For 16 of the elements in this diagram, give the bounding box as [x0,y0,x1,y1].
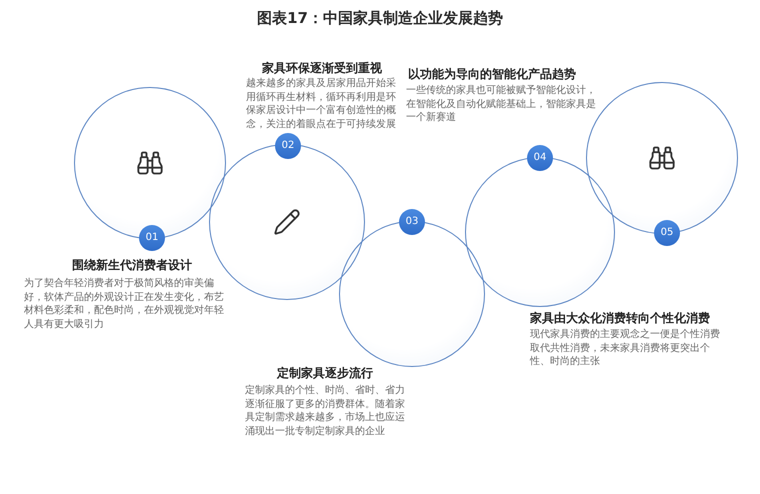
trend-heading: 定制家具逐步流行 [277,366,373,381]
trend-description: 越来越多的家具及居家用品开始采用循环再生材料，循环再利用是环保家居设计中一个富有创造性的概念，关注的着眼点在于可持续发展 [246,77,397,131]
trend-heading: 家具环保逐渐受到重视 [262,61,382,76]
trend-description: 一些传统的家具也可能被赋予智能化设计，在智能化及自动化赋能基础上，智能家具是一个新赛道 [406,84,597,124]
number-badge: 05 [654,220,680,246]
trend-heading: 围绕新生代消费者设计 [72,258,192,273]
number-badge: 04 [527,145,553,171]
number-badge: 01 [139,225,165,251]
chart-title: 图表17：中国家具制造企业发展趋势 [257,8,503,28]
trend-heading: 以功能为导向的智能化产品趋势 [408,67,576,82]
number-badge: 02 [275,133,301,159]
trend-description: 定制家具的个性、时尚、省时、省力逐渐征服了更多的消费群体。随着家具定制需求越来越多，市场上也应运涌现出一批专制定制家具的企业 [245,384,406,438]
trend-description: 现代家具消费的主要观念之一便是个性消费取代共性消费，未来家具消费将更突出个性、时尚的主张 [530,328,721,368]
number-badge: 03 [399,209,425,235]
trend-description: 为了契合年轻消费者对于极简风格的审美偏好，软体产品的外观设计正在发生变化，布艺材料色彩柔和，配色时尚，在外观视觉对年轻人具有更大吸引力 [24,277,225,331]
trend-heading: 家具由大众化消费转向个性化消费 [530,311,710,326]
